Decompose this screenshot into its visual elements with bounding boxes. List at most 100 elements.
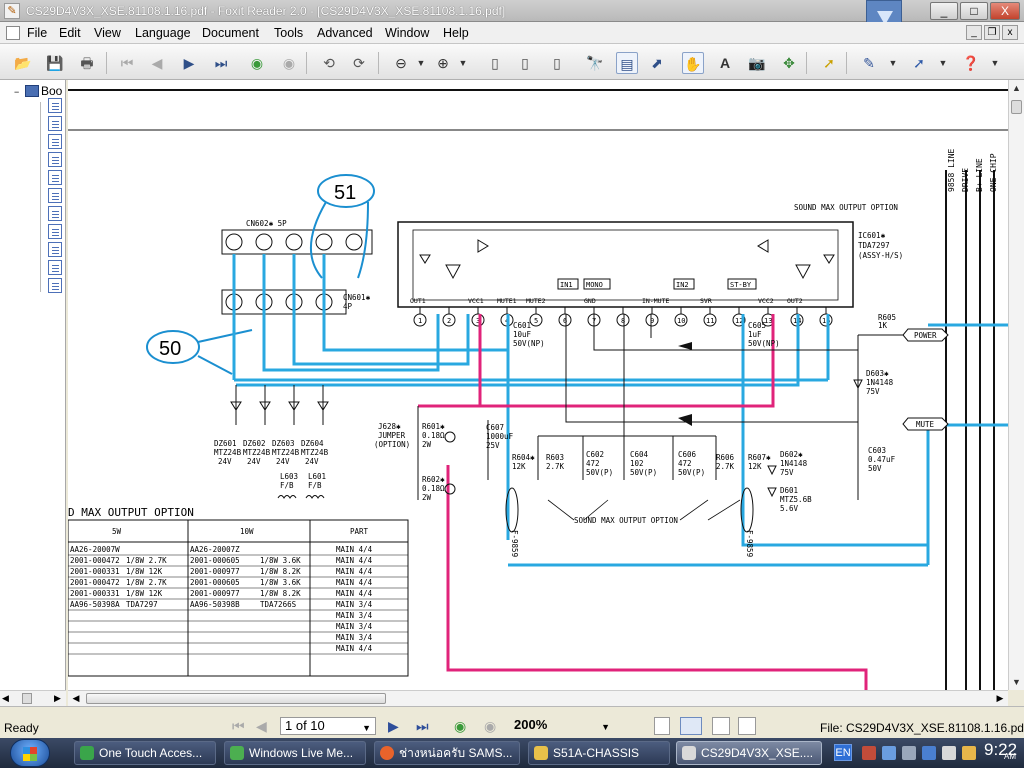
zoom-out-dropdown-icon[interactable]: ▼ bbox=[416, 58, 426, 68]
help-dropdown-icon[interactable]: ▼ bbox=[990, 58, 1000, 68]
status-first-page-icon[interactable]: ⏮ bbox=[232, 718, 245, 734]
scroll-down-icon[interactable]: ▼ bbox=[1012, 677, 1021, 687]
status-back-icon[interactable]: ◉ bbox=[454, 718, 467, 734]
open-icon[interactable]: 📂 bbox=[14, 55, 32, 71]
print-icon[interactable]: 🖶 bbox=[80, 55, 94, 71]
document-view[interactable]: 9858 LINE DRIVE B+ LINE ONE-CHIP SOUND M… bbox=[68, 80, 1008, 690]
save-icon[interactable]: 💾 bbox=[46, 55, 64, 71]
zoom-in-icon[interactable]: ⊕ bbox=[437, 55, 449, 71]
clock-time[interactable]: 9:22 bbox=[984, 740, 1018, 759]
bookmark-page-icon[interactable] bbox=[48, 260, 62, 275]
bookmark-page-icon[interactable] bbox=[48, 224, 62, 239]
snapshot-icon[interactable]: 📷 bbox=[748, 55, 766, 71]
task-onetouch[interactable]: One Touch Acces... bbox=[74, 741, 216, 765]
help-icon[interactable]: ❓ bbox=[962, 55, 980, 71]
comment-tool-icon[interactable]: ✎ bbox=[863, 55, 875, 71]
document-hscrollbar[interactable]: ◀ ▶ bbox=[68, 690, 1008, 706]
fit-width-icon[interactable]: ▯ bbox=[553, 55, 561, 71]
bookmark-root[interactable]: −Boo bbox=[14, 84, 62, 98]
comment-dropdown-icon[interactable]: ▼ bbox=[888, 58, 898, 68]
scroll-right-icon[interactable]: ▶ bbox=[996, 693, 1004, 703]
menu-window[interactable]: Window bbox=[385, 26, 430, 40]
zoom-level-field[interactable]: 200%▼ bbox=[514, 717, 614, 735]
rotate-left-icon[interactable]: ⟲ bbox=[323, 55, 335, 71]
facing-page-icon[interactable] bbox=[712, 717, 730, 735]
bookmark-page-icon[interactable] bbox=[48, 170, 62, 185]
doc-close-button[interactable]: x bbox=[1002, 25, 1018, 40]
forward-icon[interactable]: ◉ bbox=[282, 55, 296, 71]
bookmark-page-icon[interactable] bbox=[48, 116, 62, 131]
menu-edit[interactable]: Edit bbox=[59, 26, 81, 40]
continuous-facing-icon[interactable] bbox=[738, 717, 756, 735]
network-icon[interactable] bbox=[882, 746, 896, 760]
scroll-left-icon[interactable]: ◀ bbox=[72, 693, 80, 703]
bookmark-page-icon[interactable] bbox=[48, 134, 62, 149]
rotate-right-icon[interactable]: ⟳ bbox=[353, 55, 365, 71]
bookmarks-hscrollbar[interactable]: ◀ ▶ bbox=[0, 690, 66, 706]
volume-icon[interactable] bbox=[942, 746, 956, 760]
menu-view[interactable]: View bbox=[94, 26, 121, 40]
status-last-page-icon[interactable]: ⏭ bbox=[416, 718, 429, 734]
task-windows-live[interactable]: Windows Live Me... bbox=[224, 741, 366, 765]
next-page-icon[interactable]: ▶ bbox=[183, 55, 195, 71]
fit-page-icon[interactable]: ▯ bbox=[521, 55, 529, 71]
last-page-icon[interactable]: ⏭ bbox=[214, 55, 228, 71]
hscroll-thumb[interactable] bbox=[86, 693, 386, 704]
bookmark-page-icon[interactable] bbox=[48, 98, 62, 113]
first-page-icon[interactable]: ⏮ bbox=[120, 55, 134, 71]
tray-app-icon[interactable] bbox=[862, 746, 876, 760]
tray-icon-4[interactable] bbox=[922, 746, 936, 760]
doc-minimize-button[interactable]: _ bbox=[966, 25, 982, 40]
foxit-app-icon[interactable]: ✎ bbox=[4, 3, 20, 19]
bookmark-page-icon[interactable] bbox=[48, 152, 62, 167]
title-bar[interactable]: ✎ CS29D4V3X_XSE.81108.1.16.pdf - Foxit R… bbox=[0, 0, 1024, 22]
status-prev-page-icon[interactable]: ◀ bbox=[256, 718, 267, 734]
zoom-out-icon[interactable]: ⊖ bbox=[395, 55, 407, 71]
zoom-dropdown-icon[interactable]: ▼ bbox=[601, 722, 610, 732]
task-browser[interactable]: ช่างหน่อครับ SAMS... bbox=[374, 741, 520, 765]
menu-language[interactable]: Language bbox=[135, 26, 191, 40]
vscroll-thumb[interactable] bbox=[1011, 100, 1022, 114]
task-folder[interactable]: S51A-CHASSIS bbox=[528, 741, 670, 765]
find-icon[interactable]: 🔭 bbox=[586, 55, 604, 71]
pen-tool-icon[interactable]: ➚ bbox=[913, 55, 925, 71]
start-button[interactable] bbox=[10, 739, 50, 767]
document-vscrollbar[interactable]: ▲ ▼ bbox=[1008, 80, 1024, 690]
tray-icon-6[interactable] bbox=[962, 746, 976, 760]
bookmark-page-icon[interactable] bbox=[48, 242, 62, 257]
menu-advanced[interactable]: Advanced bbox=[317, 26, 373, 40]
bookmark-page-icon[interactable] bbox=[48, 188, 62, 203]
menu-help[interactable]: Help bbox=[443, 26, 469, 40]
close-button[interactable]: X bbox=[990, 2, 1020, 20]
single-page-icon[interactable] bbox=[654, 717, 670, 735]
bookmark-page-icon[interactable] bbox=[48, 206, 62, 221]
page-dropdown-icon[interactable]: ▼ bbox=[362, 723, 371, 733]
select-annotation-icon[interactable]: ➚ bbox=[823, 55, 835, 71]
pen-dropdown-icon[interactable]: ▼ bbox=[938, 58, 948, 68]
doc-restore-button[interactable]: ❐ bbox=[984, 25, 1000, 40]
language-indicator[interactable]: EN bbox=[834, 744, 852, 761]
fullscreen-icon[interactable]: ⬈ bbox=[651, 55, 663, 71]
menu-file[interactable]: File bbox=[27, 26, 48, 40]
menu-tools[interactable]: Tools bbox=[274, 26, 304, 40]
task-foxit[interactable]: CS29D4V3X_XSE.... bbox=[676, 741, 822, 765]
status-next-page-icon[interactable]: ▶ bbox=[388, 718, 399, 734]
continuous-view-icon[interactable]: ▤ bbox=[616, 52, 638, 74]
actual-size-icon[interactable]: ▯ bbox=[491, 55, 499, 71]
maximize-button[interactable]: □ bbox=[960, 2, 988, 20]
back-icon[interactable]: ◉ bbox=[250, 55, 264, 71]
scroll-up-icon[interactable]: ▲ bbox=[1012, 83, 1021, 93]
continuous-page-icon[interactable] bbox=[680, 717, 702, 735]
status-forward-icon[interactable]: ◉ bbox=[484, 718, 497, 734]
page-number-field[interactable]: 1 of 10▼ bbox=[280, 717, 376, 735]
bookmark-page-icon[interactable] bbox=[48, 278, 62, 293]
collapse-icon[interactable]: − bbox=[14, 87, 20, 97]
tray-icon-3[interactable] bbox=[902, 746, 916, 760]
text-select-icon[interactable]: A bbox=[719, 55, 731, 71]
image-select-icon[interactable]: ✥ bbox=[783, 55, 795, 71]
prev-page-icon[interactable]: ◀ bbox=[151, 55, 163, 71]
hand-tool-icon[interactable]: ✋ bbox=[682, 52, 704, 74]
minimize-button[interactable]: _ bbox=[930, 2, 958, 20]
menu-document[interactable]: Document bbox=[202, 26, 259, 40]
zoom-in-dropdown-icon[interactable]: ▼ bbox=[458, 58, 468, 68]
